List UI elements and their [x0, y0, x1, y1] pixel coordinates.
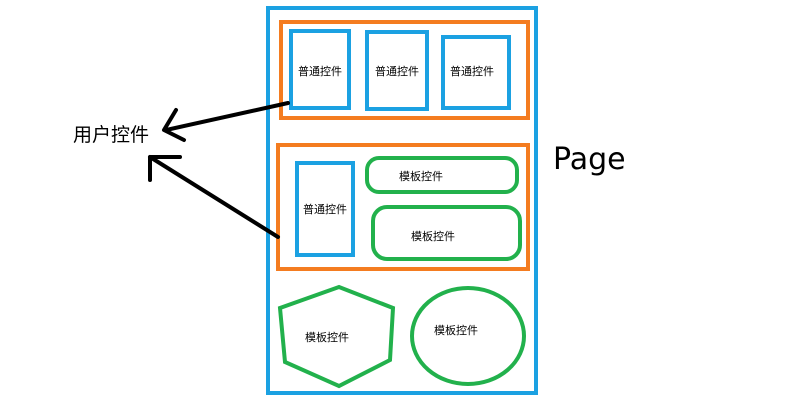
arrow-group-2-to-label: [148, 155, 280, 239]
template-control-hexagon: [277, 284, 396, 389]
arrow-1-shaft: [164, 101, 290, 132]
normal-control-4-label: 普通控件: [303, 202, 347, 216]
normal-control-1: [289, 29, 351, 110]
template-control-1: [365, 156, 519, 194]
arrow-2-head: [148, 155, 182, 182]
user-control-label: 用户控件: [73, 124, 149, 146]
arrow-group-1-to-label: [162, 101, 290, 142]
arrow-1-head: [162, 108, 186, 142]
user-control-group-2: [276, 143, 530, 271]
user-control-group-1: [279, 20, 530, 120]
page-container: [266, 6, 538, 395]
template-control-2: [371, 205, 522, 261]
normal-control-1-label: 普通控件: [298, 64, 342, 78]
page-label: Page: [553, 142, 626, 177]
template-control-ellipse-label: 模板控件: [434, 323, 478, 337]
template-control-2-label: 模板控件: [411, 229, 455, 243]
normal-control-2: [365, 30, 429, 111]
template-control-hexagon-label: 模板控件: [305, 330, 349, 344]
normal-control-4: [295, 161, 355, 257]
normal-control-3: [441, 35, 511, 110]
template-control-ellipse: [410, 286, 526, 386]
normal-control-3-label: 普通控件: [450, 64, 494, 78]
normal-control-2-label: 普通控件: [375, 64, 419, 78]
arrow-2-shaft: [148, 155, 280, 239]
template-control-1-label: 模板控件: [399, 169, 443, 183]
